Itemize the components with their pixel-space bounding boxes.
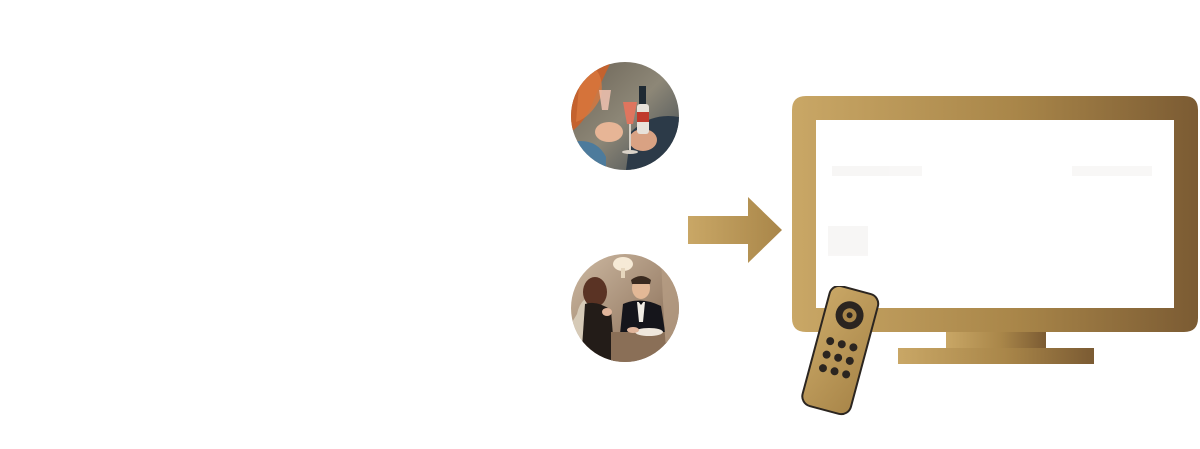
couple-dining-photo xyxy=(571,254,679,362)
remote-control-icon xyxy=(790,284,890,421)
toasting-glasses-photo xyxy=(571,62,679,170)
arrow-right-icon xyxy=(688,197,784,268)
